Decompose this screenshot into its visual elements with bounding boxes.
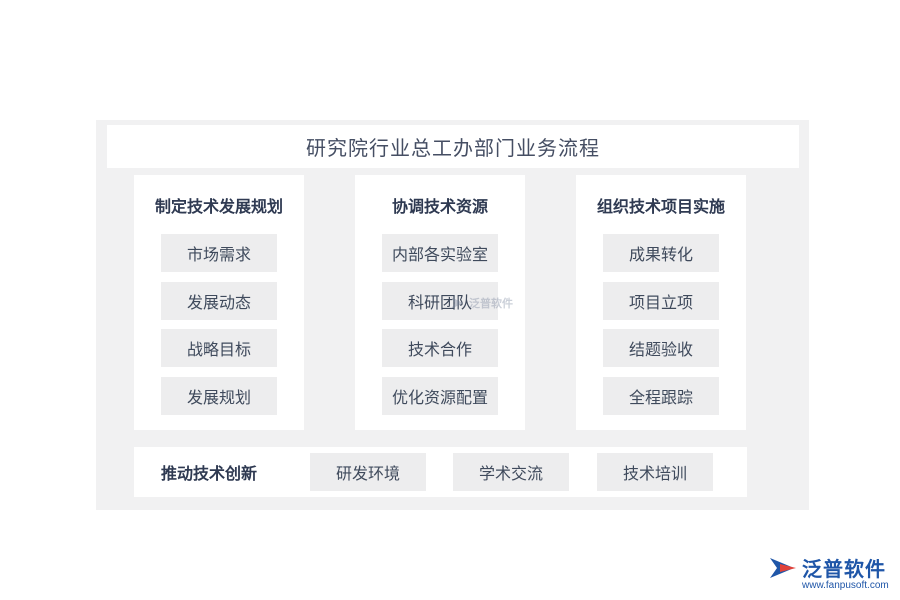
brand-logo: 泛普软件 www.fanpusoft.com bbox=[768, 553, 892, 595]
item-box: 科研团队 bbox=[382, 282, 498, 320]
item-box: 发展规划 bbox=[161, 377, 277, 415]
watermark: 泛普软件 bbox=[448, 294, 513, 312]
item-box: 研发环境 bbox=[310, 453, 426, 491]
column-planning: 制定技术发展规划 市场需求 发展动态 战略目标 发展规划 bbox=[134, 175, 304, 430]
column-implementation: 组织技术项目实施 成果转化 项目立项 结题验收 全程跟踪 bbox=[576, 175, 746, 430]
item-box: 发展动态 bbox=[161, 282, 277, 320]
item-box: 项目立项 bbox=[603, 282, 719, 320]
column-title: 组织技术项目实施 bbox=[596, 197, 725, 216]
brand-name: 泛普软件 bbox=[802, 557, 886, 581]
item-box: 优化资源配置 bbox=[382, 377, 498, 415]
diagram-title: 研究院行业总工办部门业务流程 bbox=[107, 125, 799, 168]
column-title: 协调技术资源 bbox=[391, 197, 488, 216]
item-box: 技术合作 bbox=[382, 329, 498, 367]
row-title: 推动技术创新 bbox=[160, 464, 257, 483]
item-box: 成果转化 bbox=[603, 234, 719, 272]
column-resources: 协调技术资源 内部各实验室 科研团队 技术合作 优化资源配置 bbox=[355, 175, 525, 430]
item-box: 战略目标 bbox=[161, 329, 277, 367]
watermark-text: 泛普软件 bbox=[469, 297, 513, 310]
column-title: 制定技术发展规划 bbox=[154, 197, 283, 216]
item-box: 内部各实验室 bbox=[382, 234, 498, 272]
item-box: 学术交流 bbox=[453, 453, 569, 491]
item-box: 全程跟踪 bbox=[603, 377, 719, 415]
brand-url: www.fanpusoft.com bbox=[802, 580, 889, 591]
innovation-row: 推动技术创新 研发环境 学术交流 技术培训 bbox=[134, 447, 747, 497]
brand-logo-icon bbox=[770, 557, 796, 578]
item-box: 技术培训 bbox=[597, 453, 713, 491]
item-box: 结题验收 bbox=[603, 329, 719, 367]
watermark-logo-icon bbox=[451, 297, 463, 309]
item-box: 市场需求 bbox=[161, 234, 277, 272]
